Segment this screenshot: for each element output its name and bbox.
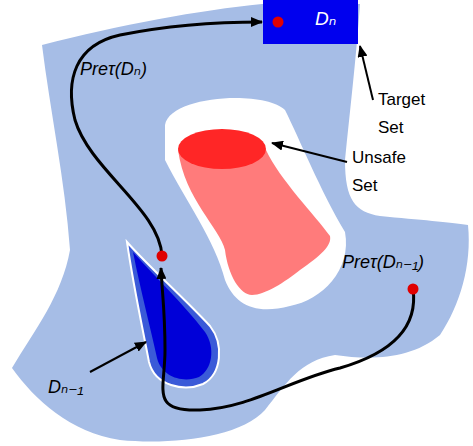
- leader-arrow: [272, 143, 347, 162]
- trajectory: [71, 22, 262, 256]
- annotation-label: Preτ(Dₙ): [80, 58, 147, 80]
- annotation-label: Dₙ₋₁: [48, 376, 83, 398]
- state-point: [408, 284, 419, 295]
- annotation-label: Preτ(Dₙ₋₁): [342, 251, 424, 273]
- node-decoration: [263, 0, 358, 44]
- trajectory: [161, 268, 414, 410]
- leader-arrow: [360, 46, 373, 100]
- intermediate-set-halo: [127, 242, 219, 387]
- reachable-region: [12, 4, 469, 441]
- state-point: [273, 17, 284, 28]
- state-point: [157, 251, 168, 262]
- unsafe-set-top: [178, 129, 266, 169]
- set-name: Dₙ: [315, 7, 336, 30]
- unsafe-set-body: [178, 150, 330, 295]
- target-set-box: Dₙ: [263, 0, 358, 44]
- intermediate-set: [133, 252, 211, 379]
- annotation-label: Unsafe Set: [352, 144, 406, 200]
- annotation-label: Target Set: [378, 86, 425, 142]
- leader-arrow: [90, 342, 146, 372]
- unsafe-clearance: [165, 98, 346, 309]
